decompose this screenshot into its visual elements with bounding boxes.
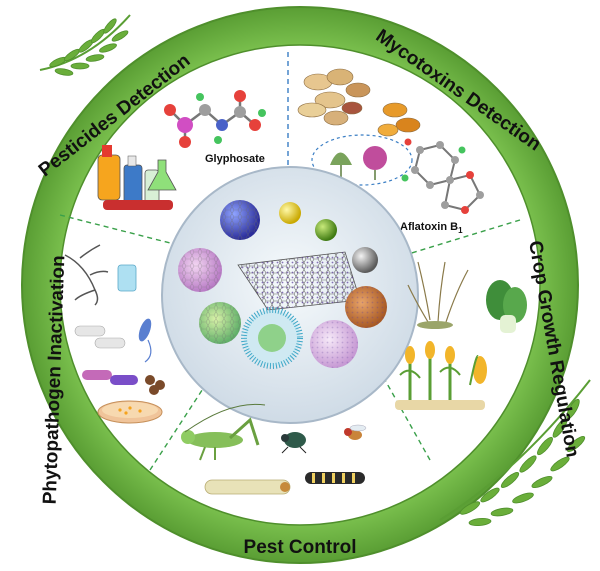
flower-icon <box>311 134 413 186</box>
bacteria-icon <box>74 264 165 395</box>
peanuts-icon <box>297 68 421 137</box>
larva-icon <box>204 479 291 495</box>
caterpillar-icon <box>305 472 365 484</box>
aflatoxin-label: Aflatoxin B1 <box>400 221 463 235</box>
flask-icon <box>147 159 177 191</box>
pak-choi-icon <box>486 280 527 333</box>
section-label-pest-control: Pest Control <box>244 537 357 558</box>
fungus-hyphae-icon <box>64 244 109 306</box>
grasshopper-icon <box>181 403 266 461</box>
glyphosate-label: Glyphosate <box>205 153 265 165</box>
wheat-icon <box>407 261 469 329</box>
wheat-icon <box>39 14 131 76</box>
wheat-icon <box>439 379 591 527</box>
corn-icon <box>395 341 487 410</box>
fruit-fly-icon <box>344 424 367 440</box>
beetle-icon <box>281 432 307 454</box>
spray-bottle-icon <box>97 145 173 210</box>
nanoparticle-icon <box>178 200 387 369</box>
aflatoxin-molecule-icon <box>401 138 484 214</box>
section-dividers <box>59 52 521 471</box>
petri-dish-icon <box>97 400 163 424</box>
molecule-icon <box>164 90 266 148</box>
